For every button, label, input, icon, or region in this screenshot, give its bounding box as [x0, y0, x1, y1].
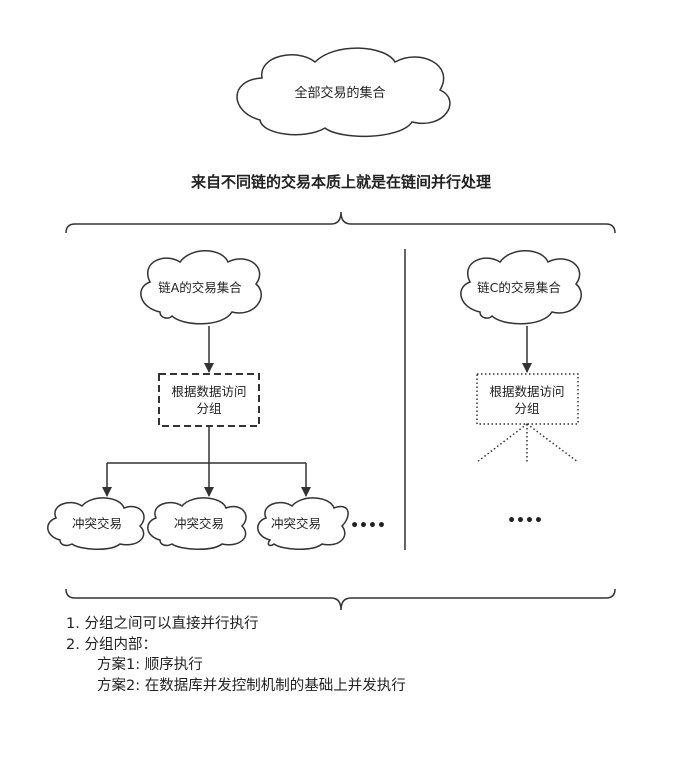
note-line-2: 2. 分组内部：	[66, 636, 157, 653]
chain-c-group-box	[476, 373, 579, 425]
chain-c-group-box-line1: 根据数据访问	[489, 384, 564, 399]
conflict-cloud-1-label: 冲突交易	[72, 516, 122, 531]
chain-a-group-box-line2: 分组	[196, 401, 221, 416]
diagram-heading: 来自不同链的交易本质上就是在链间并行处理	[190, 173, 491, 191]
notes-block: 1. 分组之间可以直接并行执行 2. 分组内部： 方案1: 顺序执行 方案2: …	[66, 614, 406, 696]
chain-c-ellipsis: ••••	[507, 513, 543, 529]
chain-c-cloud-label: 链C的交易集合	[477, 280, 561, 295]
top-cloud-label: 全部交易的集合	[294, 85, 385, 101]
chain-c-cloud-shape	[460, 250, 582, 325]
chain-c-group-box-line2: 分组	[514, 401, 539, 416]
note-line-4: 方案2: 在数据库并发控制机制的基础上并发执行	[97, 677, 406, 694]
conflict-cloud-3-shape	[257, 497, 349, 550]
bottom-brace	[65, 588, 616, 611]
note-line-3: 方案1: 顺序执行	[97, 657, 203, 673]
chain-a-group-box	[158, 373, 260, 427]
conflict-cloud-2-shape	[147, 497, 247, 550]
conflict-cloud-3-label: 冲突交易	[271, 516, 321, 531]
note-line-1: 1. 分组之间可以直接并行执行	[66, 616, 259, 632]
chain-c-dotted-left	[476, 423, 528, 463]
chain-a-cloud-label: 链A的交易集合	[158, 280, 242, 295]
conflict-cloud-2-label: 冲突交易	[174, 516, 224, 531]
chain-a-cloud-shape	[140, 250, 262, 325]
chain-c-dotted-right	[526, 423, 579, 463]
top-cloud-shape	[236, 47, 451, 138]
top-brace	[65, 211, 616, 234]
chain-a-ellipsis: ••••	[350, 518, 386, 534]
conflict-cloud-1-shape	[47, 497, 145, 550]
chain-a-group-box-line1: 根据数据访问	[171, 384, 246, 399]
